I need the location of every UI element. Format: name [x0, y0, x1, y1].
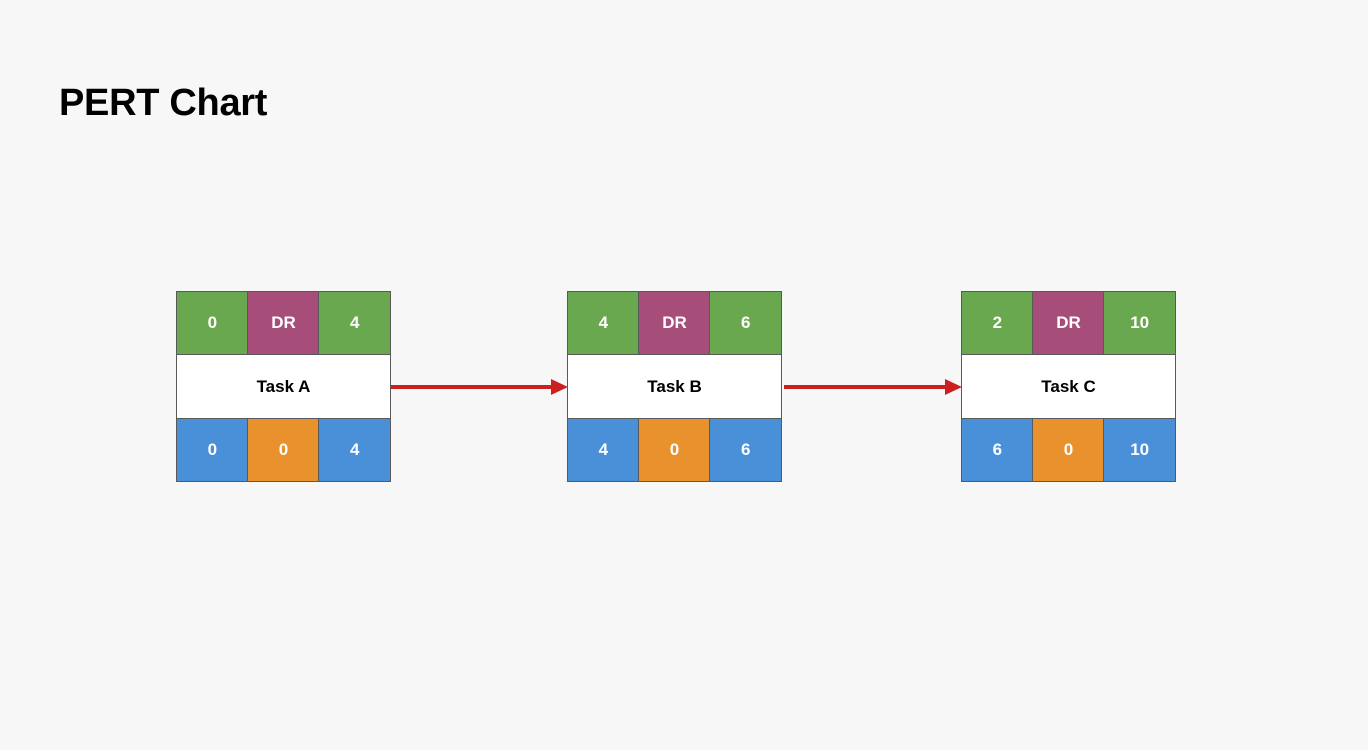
cell-late-finish: 6 [709, 418, 783, 482]
node-top-row: 2 DR 10 [961, 291, 1177, 355]
node-top-row: 4 DR 6 [567, 291, 783, 355]
node-top-row: 0 DR 4 [176, 291, 392, 355]
cell-early-finish: 6 [709, 291, 783, 355]
node-middle-row: Task A [176, 355, 391, 418]
cell-early-start: 2 [961, 291, 1034, 355]
connector-task-b-to-task-c [784, 375, 962, 399]
pert-node-task-a[interactable]: 0 DR 4 Task A 0 0 4 [176, 291, 392, 482]
arrowhead-icon [945, 379, 962, 395]
connector-task-a-to-task-b [391, 375, 568, 399]
task-name-label: Task A [256, 376, 311, 396]
cell-early-start: 0 [176, 291, 249, 355]
cell-late-start: 6 [961, 418, 1034, 482]
cell-slack: 0 [247, 418, 320, 482]
arrowhead-icon [551, 379, 568, 395]
pert-node-task-c[interactable]: 2 DR 10 Task C 6 0 10 [961, 291, 1177, 482]
node-middle-row: Task C [961, 355, 1176, 418]
cell-duration: DR [1032, 291, 1105, 355]
cell-duration: DR [247, 291, 320, 355]
task-name-label: Task B [647, 376, 702, 396]
cell-slack: 0 [1032, 418, 1105, 482]
cell-duration: DR [638, 291, 711, 355]
cell-late-finish: 4 [318, 418, 392, 482]
cell-late-finish: 10 [1103, 418, 1177, 482]
cell-early-finish: 10 [1103, 291, 1177, 355]
cell-early-finish: 4 [318, 291, 392, 355]
page-title: PERT Chart [59, 82, 268, 124]
cell-late-start: 0 [176, 418, 249, 482]
node-bottom-row: 6 0 10 [961, 418, 1177, 482]
node-middle-row: Task B [567, 355, 782, 418]
cell-early-start: 4 [567, 291, 640, 355]
task-name-label: Task C [1041, 376, 1096, 396]
cell-slack: 0 [638, 418, 711, 482]
node-bottom-row: 0 0 4 [176, 418, 392, 482]
cell-late-start: 4 [567, 418, 640, 482]
pert-node-task-b[interactable]: 4 DR 6 Task B 4 0 6 [567, 291, 783, 482]
node-bottom-row: 4 0 6 [567, 418, 783, 482]
